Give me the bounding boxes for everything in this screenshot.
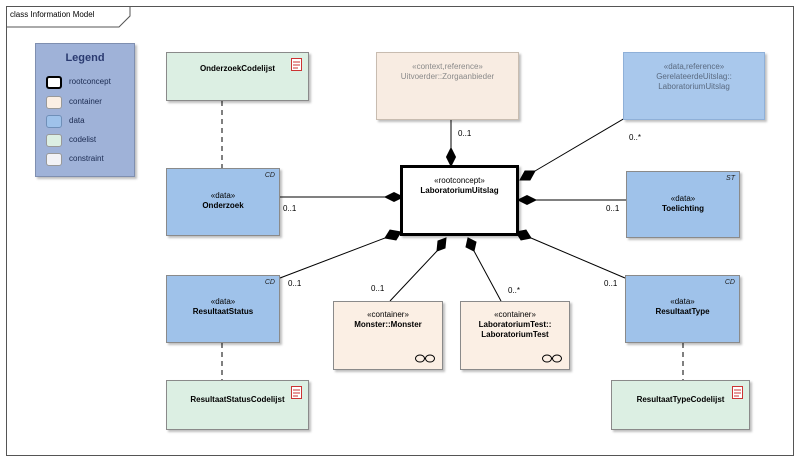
legend-label: data	[69, 116, 85, 125]
class-name: Monster::Monster	[354, 320, 422, 329]
diamond-toelichting	[516, 194, 538, 206]
class-resultaat-status-codelijst[interactable]: ResultaatStatusCodelijst	[166, 380, 309, 430]
diamond-uitvoerder	[445, 146, 457, 168]
class-name: Uitvoerder::Zorgaanbieder	[400, 72, 495, 81]
class-name: ResultaatTypeCodelijst	[636, 395, 725, 404]
class-name: Onderzoek	[202, 201, 244, 210]
multiplicity-laboratoriumtest: 0..*	[508, 286, 521, 295]
class-gerelateerde-uitslag[interactable]: «data,reference» GerelateerdeUitslag:: L…	[623, 52, 765, 120]
diamond-monster	[436, 237, 447, 252]
codelist-document-icon	[291, 386, 302, 399]
multiplicity-uitvoerder: 0..1	[458, 129, 472, 138]
edge-root-resultaatstatus	[279, 237, 386, 279]
edge-root-monster	[389, 250, 438, 302]
class-resultaat-type[interactable]: CD «data» ResultaatType	[625, 275, 740, 343]
diagram-tab-label: class Information Model	[10, 10, 95, 19]
legend-swatch	[46, 134, 62, 147]
diamond-onderzoek	[383, 191, 405, 203]
class-name-line2: LaboratoriumTest	[481, 330, 549, 339]
class-stereotype: «data»	[210, 297, 236, 306]
class-resultaat-status[interactable]: CD «data» ResultaatStatus	[166, 275, 280, 343]
datatype-tag: CD	[264, 279, 275, 286]
legend-label: rootconcept	[69, 77, 111, 86]
legend-swatch	[46, 76, 62, 89]
diamond-gerelateerde	[519, 170, 536, 181]
diagram-frame	[6, 6, 794, 456]
class-monster[interactable]: «container» Monster::Monster	[333, 301, 443, 370]
class-name: LaboratoriumUitslag	[420, 186, 499, 195]
multiplicity-resultaatstatus: 0..1	[288, 279, 302, 288]
legend-panel: Legend rootconcept container data codeli…	[35, 43, 135, 177]
class-onderzoek-codelijst[interactable]: OnderzoekCodelijst	[166, 52, 309, 101]
legend-label: container	[69, 97, 102, 106]
class-name: OnderzoekCodelijst	[199, 64, 276, 73]
multiplicity-onderzoek: 0..1	[283, 204, 297, 213]
class-name: Toelichting	[661, 204, 705, 213]
multiplicity-resultaattype: 0..1	[604, 279, 618, 288]
class-laboratorium-test[interactable]: «container» LaboratoriumTest:: Laborator…	[460, 301, 570, 370]
class-stereotype: «data»	[670, 194, 696, 203]
link-icon	[542, 354, 562, 363]
diamond-laboratoriumtest	[465, 237, 477, 252]
class-name: ResultaatStatusCodelijst	[190, 395, 285, 404]
legend-title: Legend	[65, 52, 105, 64]
diamond-resultaattype	[515, 229, 532, 241]
multiplicity-gerelateerde: 0..*	[629, 133, 642, 142]
class-stereotype: «context,reference»	[412, 62, 483, 71]
multiplicity-monster: 0..1	[371, 284, 385, 293]
class-name-line1: LaboratoriumTest::	[478, 320, 552, 329]
class-toelichting[interactable]: ST «data» Toelichting	[626, 171, 740, 238]
datatype-tag: ST	[726, 175, 735, 182]
class-stereotype: «rootconcept»	[434, 176, 485, 185]
class-onderzoek[interactable]: CD «data» Onderzoek	[166, 168, 280, 236]
class-name-line1: GerelateerdeUitslag::	[656, 72, 732, 81]
legend-swatch	[46, 96, 62, 109]
diamond-resultaatstatus	[384, 229, 402, 241]
edge-root-resultaattype	[530, 237, 626, 279]
class-resultaat-type-codelijst[interactable]: ResultaatTypeCodelijst	[611, 380, 750, 430]
legend-label: constraint	[69, 154, 104, 163]
class-stereotype: «data,reference»	[663, 62, 725, 71]
class-laboratorium-uitslag-root[interactable]: «rootconcept» LaboratoriumUitslag	[400, 165, 519, 236]
link-icon	[415, 354, 435, 363]
class-uitvoerder-zorgaanbieder[interactable]: «context,reference» Uitvoerder::Zorgaanb…	[376, 52, 519, 120]
class-stereotype: «data»	[210, 191, 236, 200]
class-name: ResultaatStatus	[192, 307, 254, 316]
legend-swatch	[46, 115, 62, 128]
datatype-tag: CD	[724, 279, 735, 286]
class-stereotype: «container»	[494, 310, 536, 319]
class-name-line2: LaboratoriumUitslag	[658, 82, 730, 91]
datatype-tag: CD	[264, 172, 275, 179]
legend-label: codelist	[69, 135, 97, 144]
diagram-tab	[6, 6, 131, 28]
class-stereotype: «container»	[367, 310, 409, 319]
multiplicity-toelichting: 0..1	[606, 204, 620, 213]
edge-root-laboratoriumtest	[473, 250, 502, 302]
legend-swatch	[46, 153, 62, 166]
codelist-document-icon	[732, 386, 743, 399]
class-name: ResultaatType	[655, 307, 710, 316]
class-stereotype: «data»	[670, 297, 695, 306]
codelist-document-icon	[291, 58, 302, 71]
